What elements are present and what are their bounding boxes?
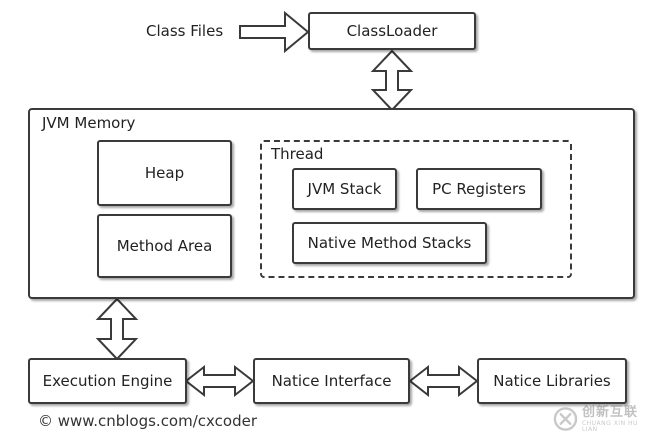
native-interface-label: Natice Interface xyxy=(271,372,392,390)
interface-libraries-double-arrow xyxy=(408,364,479,398)
classloader-label: ClassLoader xyxy=(346,22,438,40)
native-method-stacks-label: Native Method Stacks xyxy=(307,234,472,252)
class-files-label: Class Files xyxy=(146,22,224,40)
method-area-box: Method Area xyxy=(97,214,232,278)
native-interface-box: Natice Interface xyxy=(253,358,410,404)
pc-registers-label: PC Registers xyxy=(432,180,526,198)
classloader-box: ClassLoader xyxy=(308,12,476,50)
native-libraries-label: Natice Libraries xyxy=(493,372,611,390)
jvm-memory-label: JVM Memory xyxy=(42,114,136,132)
native-libraries-box: Natice Libraries xyxy=(477,358,627,404)
memory-engine-double-arrow xyxy=(95,297,139,361)
classloader-memory-double-arrow xyxy=(370,49,414,112)
jvm-stack-label: JVM Stack xyxy=(307,180,382,198)
copyright-footer: © www.cnblogs.com/cxcoder xyxy=(38,412,257,430)
class-files-to-classloader-arrow xyxy=(239,10,310,54)
native-method-stacks-box: Native Method Stacks xyxy=(292,222,487,264)
watermark-main-text: 创新互联 xyxy=(581,404,638,420)
thread-label: Thread xyxy=(271,145,324,163)
execution-engine-label: Execution Engine xyxy=(42,372,173,390)
x-logo-icon xyxy=(553,407,578,431)
engine-interface-double-arrow xyxy=(184,364,255,398)
pc-registers-box: PC Registers xyxy=(416,168,542,210)
watermark-logo: 创新互联 CHUANG XIN HU LIAN xyxy=(553,401,653,437)
watermark-sub-text: CHUANG XIN HU LIAN xyxy=(581,419,638,433)
jvm-stack-box: JVM Stack xyxy=(292,168,397,210)
execution-engine-box: Execution Engine xyxy=(28,358,187,404)
heap-box: Heap xyxy=(97,140,232,206)
method-area-label: Method Area xyxy=(116,237,213,255)
heap-label: Heap xyxy=(144,164,185,182)
thread-container xyxy=(260,140,572,278)
